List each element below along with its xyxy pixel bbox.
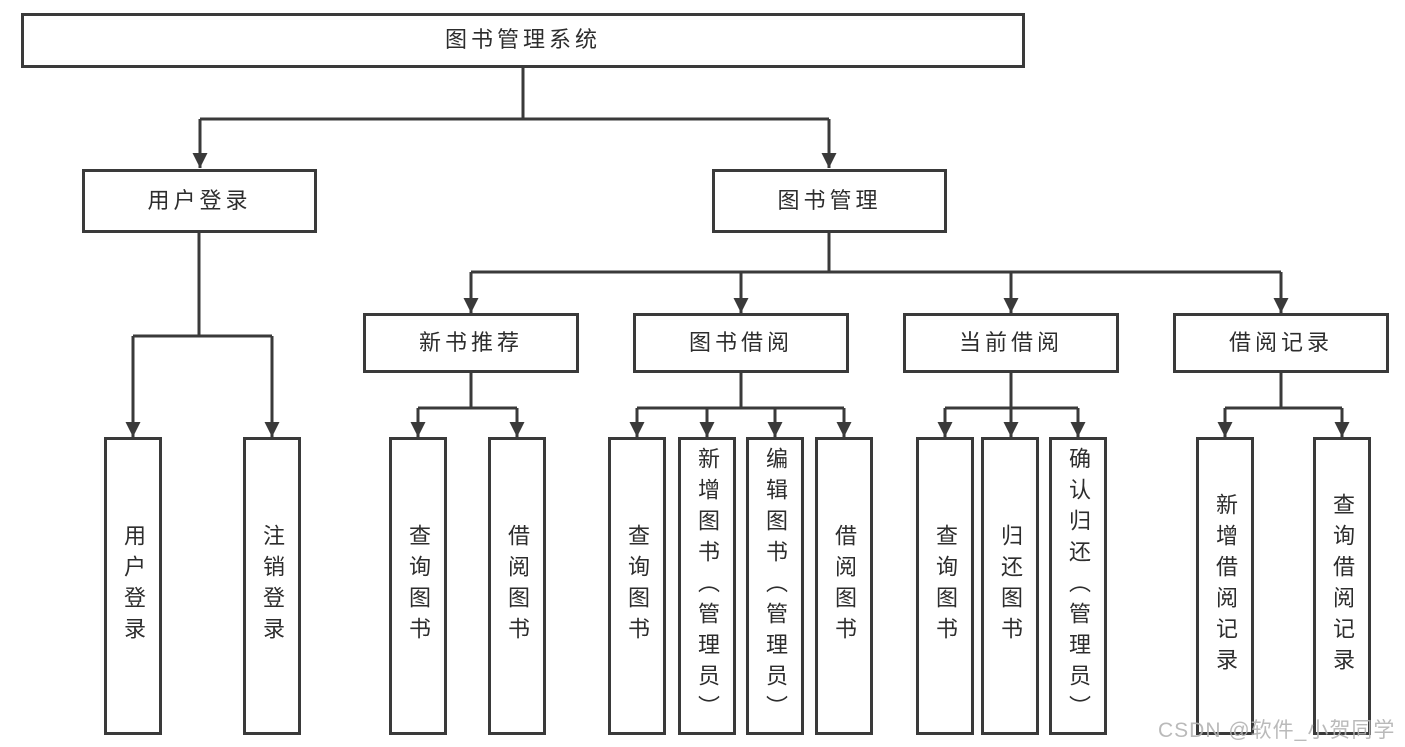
node-borrow-records: 借阅记录 bbox=[1173, 313, 1389, 373]
leaf-current-confirm-return: 确认归还（管理员） bbox=[1049, 437, 1107, 735]
node-user-login: 用户登录 bbox=[82, 169, 317, 233]
leaf-recommend-query-book: 查询图书 bbox=[389, 437, 447, 735]
node-label: 确认归还（管理员） bbox=[1066, 446, 1091, 726]
watermark: CSDN @软件_小贺同学 bbox=[1158, 719, 1396, 742]
node-label: 借阅记录 bbox=[1228, 329, 1333, 355]
leaf-records-query-record: 查询借阅记录 bbox=[1313, 437, 1371, 735]
leaf-borrow-query-book: 查询图书 bbox=[608, 437, 666, 735]
edges-book-borrow bbox=[629, 373, 852, 437]
leaf-borrow-add-book: 新增图书（管理员） bbox=[678, 437, 736, 735]
node-book-borrow: 图书借阅 bbox=[633, 313, 849, 373]
node-label: 借阅图书 bbox=[505, 524, 530, 648]
leaf-borrow-edit-book: 编辑图书（管理员） bbox=[746, 437, 804, 735]
node-label: 归还图书 bbox=[998, 524, 1023, 648]
leaf-logout: 注销登录 bbox=[243, 437, 301, 735]
node-label: 当前借阅 bbox=[958, 329, 1063, 355]
node-label: 图书借阅 bbox=[688, 329, 793, 355]
leaf-borrow-borrow-book: 借阅图书 bbox=[815, 437, 873, 735]
node-label: 图书管理系统 bbox=[444, 27, 601, 53]
edges-borrow-records bbox=[1217, 373, 1350, 437]
node-label: 图书管理 bbox=[777, 187, 882, 213]
edges-current-borrow bbox=[937, 373, 1086, 437]
node-label: 新增图书（管理员） bbox=[695, 446, 720, 726]
node-label: 查询图书 bbox=[406, 524, 431, 648]
node-label: 新书推荐 bbox=[418, 329, 523, 355]
node-label: 注销登录 bbox=[260, 524, 285, 648]
node-book-management: 图书管理 bbox=[712, 169, 947, 233]
node-new-book-recommend: 新书推荐 bbox=[363, 313, 579, 373]
leaf-user-login: 用户登录 bbox=[104, 437, 162, 735]
node-label: 查询借阅记录 bbox=[1330, 493, 1355, 679]
node-library-system: 图书管理系统 bbox=[21, 13, 1025, 68]
node-label: 新增借阅记录 bbox=[1213, 493, 1238, 679]
leaf-current-return-book: 归还图书 bbox=[981, 437, 1039, 735]
leaf-records-add-record: 新增借阅记录 bbox=[1196, 437, 1254, 735]
node-label: 编辑图书（管理员） bbox=[763, 446, 788, 726]
edges-book-management bbox=[463, 233, 1289, 313]
edges-root bbox=[192, 68, 837, 168]
node-label: 用户登录 bbox=[121, 524, 146, 648]
leaf-current-query-book: 查询图书 bbox=[916, 437, 974, 735]
node-label: 借阅图书 bbox=[832, 524, 857, 648]
edges-new-book-recommend bbox=[410, 373, 525, 437]
edges-user-login bbox=[125, 233, 280, 437]
node-label: 查询图书 bbox=[933, 524, 958, 648]
node-current-borrow: 当前借阅 bbox=[903, 313, 1119, 373]
node-label: 用户登录 bbox=[147, 187, 252, 213]
node-label: 查询图书 bbox=[625, 524, 650, 648]
leaf-recommend-borrow-book: 借阅图书 bbox=[488, 437, 546, 735]
